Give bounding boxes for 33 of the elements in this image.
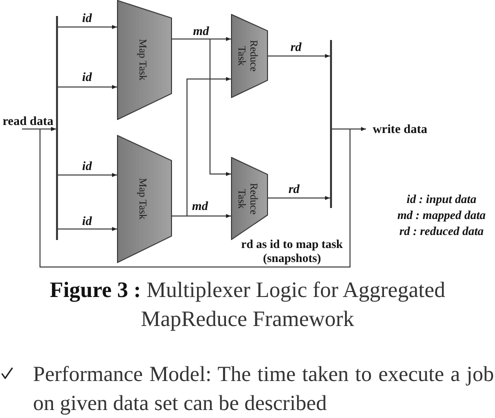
edge-label: rd [287, 183, 301, 195]
arrow [57, 227, 118, 231]
edge-label: md [192, 25, 210, 37]
task-trapezoid [117, 135, 172, 263]
edge-label: md [191, 200, 209, 212]
arrow [172, 38, 232, 176]
task-label: Map Task [136, 39, 148, 81]
edge-label: id [81, 71, 93, 83]
abbreviation-note: rd : reduced data [398, 224, 485, 239]
abbreviation-note: md : mapped data [396, 208, 487, 223]
task-label: Reduce Task [234, 182, 258, 216]
arrow [268, 196, 330, 200]
task-trapezoid [231, 14, 268, 98]
sink-label: write data [366, 121, 434, 137]
task-label: Map Task [136, 178, 148, 220]
arrow [268, 54, 330, 58]
arrow [57, 85, 118, 89]
bus-line [56, 16, 58, 240]
body-paragraph: Performance Model: The time taken to execute a job on given data set can be described [33, 361, 494, 417]
task-trapezoid [231, 157, 268, 240]
arrow [172, 77, 232, 216]
edge-label: id [81, 160, 93, 172]
edge-label: id [81, 12, 93, 24]
edge-label: rd [289, 41, 303, 53]
arrow [57, 173, 118, 177]
bus-line [330, 40, 332, 208]
figure-caption: Figure 3 : Multiplexer Logic for Aggregated MapReduce Framework [48, 276, 446, 333]
abbreviation-note: id : input data [406, 192, 478, 207]
task-trapezoid [117, 0, 172, 120]
source-label: read data [0, 113, 56, 129]
arrow [57, 25, 118, 29]
task-label: Reduce Task [234, 39, 258, 74]
edge-label: id [81, 215, 93, 227]
